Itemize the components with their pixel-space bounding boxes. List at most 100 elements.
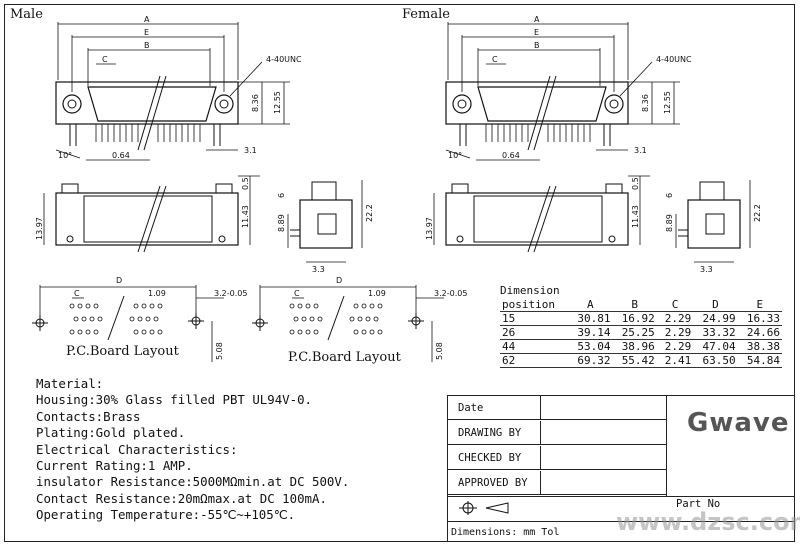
- table-cell: 38.96: [612, 339, 657, 354]
- tb-checked-by-value: [540, 446, 666, 470]
- side-dim-22-2: 22.2: [365, 204, 374, 222]
- dim-11-43: 11.43: [241, 205, 250, 228]
- table-cell: 15: [500, 311, 569, 326]
- dim-a: A: [144, 15, 150, 24]
- dim-8-36: 8.36: [251, 94, 260, 112]
- f-dim-0-5: 0.5: [631, 177, 640, 190]
- table-row: 26 39.14 25.25 2.29 33.32 24.66: [500, 325, 782, 340]
- header-cell: E: [737, 298, 782, 312]
- specification-list: Material: Housing:30% Glass filled PBT U…: [36, 376, 349, 524]
- dimension-table-header: position A B C D E: [500, 298, 782, 312]
- spec-material: Material:: [36, 376, 104, 391]
- f-dim-3-1: 3.1: [634, 146, 647, 155]
- f-dim-angle: 10°: [448, 151, 462, 160]
- f-pcb-dim-d: D: [336, 276, 342, 285]
- brand-logo: Gwave: [687, 408, 790, 438]
- female-front-view: [433, 175, 651, 253]
- tb-date-value: [540, 396, 666, 420]
- title-block: Date DRAWING BY CHECKED BY APPROVED BY G…: [447, 395, 795, 542]
- tb-approved-by-label: APPROVED BY: [448, 471, 540, 495]
- table-cell: 47.04: [693, 339, 738, 354]
- male-side-view: [287, 179, 363, 263]
- f-pcb-dim-hole: 3.2-0.05: [434, 289, 467, 298]
- female-side-view: [675, 179, 751, 263]
- tb-checked-by-label: CHECKED BY: [448, 446, 540, 470]
- table-cell: 2.29: [656, 311, 694, 326]
- table-cell: 26: [500, 325, 569, 340]
- tb-approved-by-value: [540, 471, 666, 495]
- spec-contact-resistance: Contact Resistance:20mΩmax.at DC 100mA.: [36, 490, 327, 506]
- f-side-dim-6: 6: [665, 193, 674, 198]
- spec-current: Current Rating:1 AMP.: [36, 458, 193, 474]
- f-dim-11-43: 11.43: [631, 205, 640, 228]
- header-cell: B: [612, 298, 657, 312]
- sheet-border: [4, 4, 795, 542]
- table-cell: 53.04: [568, 339, 613, 354]
- spec-electrical: Electrical Characteristics:: [36, 441, 238, 457]
- dim-3-1: 3.1: [244, 146, 257, 155]
- table-row: 62 69.32 55.42 2.41 63.50 54.84: [500, 353, 782, 368]
- dim-c: C: [102, 55, 108, 64]
- projection-symbol-icon: [459, 501, 509, 515]
- dim-0-5: 0.5: [241, 177, 250, 190]
- tb-drawing-by-value: [540, 421, 666, 445]
- side-dim-3-3: 3.3: [312, 265, 325, 274]
- tb-hline: [448, 521, 794, 522]
- f-dim-c: C: [492, 55, 498, 64]
- dim-b: B: [144, 41, 150, 50]
- table-row: 15 30.81 16.92 2.29 24.99 16.33: [500, 311, 782, 326]
- spec-temperature: Operating Temperature:-55℃~+105℃.: [36, 507, 296, 523]
- tb-part-no: Part No: [676, 498, 721, 510]
- pcb-dim-d: D: [116, 276, 122, 285]
- spec-housing: Housing:30% Glass filled PBT UL94V-0.: [36, 392, 313, 408]
- table-cell: 16.33: [737, 311, 782, 326]
- f-dim-thread: 4-40UNC: [656, 55, 692, 64]
- pcb-dim-hole: 3.2-0.05: [214, 289, 247, 298]
- pcb-dim-pitch: 1.09: [148, 289, 166, 298]
- f-pcb-dim-pitch: 1.09: [368, 289, 386, 298]
- female-top-view: [445, 21, 681, 161]
- f-side-dim-8-89: 8.89: [665, 214, 674, 232]
- f-pcb-dim-c: C: [294, 289, 300, 298]
- dim-pitch: 0.64: [112, 151, 130, 160]
- pcb-dim-5-08: 5.08: [215, 342, 224, 360]
- table-cell: 24.66: [737, 325, 782, 340]
- tb-divider: [666, 396, 667, 497]
- f-dim-b: B: [534, 41, 540, 50]
- spec-plating: Plating:Gold plated.: [36, 425, 186, 441]
- spec-contacts: Contacts:Brass: [36, 408, 141, 424]
- dimension-table: Dimension position A B C D E 15 30.81 16…: [500, 284, 782, 368]
- f-side-dim-3-3: 3.3: [700, 265, 713, 274]
- spec-insulator: insulator Resistance:5000MΩmin.at DC 500…: [36, 474, 350, 490]
- table-cell: 63.50: [693, 353, 738, 368]
- table-cell: 30.81: [568, 311, 613, 326]
- table-cell: 2.29: [656, 339, 694, 354]
- side-dim-6: 6: [277, 193, 286, 198]
- dim-thread: 4-40UNC: [266, 55, 302, 64]
- table-cell: 44: [500, 339, 569, 354]
- f-dim-e: E: [534, 28, 539, 37]
- table-cell: 54.84: [737, 353, 782, 368]
- tb-date-label: Date: [448, 396, 540, 420]
- header-cell: A: [568, 298, 613, 312]
- f-side-dim-22-2: 22.2: [753, 204, 762, 222]
- pcb-dim-c: C: [74, 289, 80, 298]
- side-dim-8-89: 8.89: [277, 214, 286, 232]
- table-cell: 38.38: [737, 339, 782, 354]
- tb-dimensions-note: Dimensions: mm Tol: [451, 527, 560, 538]
- male-label: Male: [10, 7, 43, 22]
- header-cell: position: [500, 298, 569, 312]
- dim-angle: 10°: [58, 151, 72, 160]
- f-pcb-dim-5-08: 5.08: [435, 342, 444, 360]
- dim-13-97: 13.97: [35, 217, 44, 240]
- header-cell: D: [693, 298, 738, 312]
- dimension-table-title: Dimension: [500, 284, 560, 297]
- table-cell: 2.29: [656, 325, 694, 340]
- f-dim-a: A: [534, 15, 540, 24]
- male-front-view: [43, 175, 261, 253]
- dim-12-55: 12.55: [273, 91, 282, 114]
- table-cell: 62: [500, 353, 569, 368]
- table-cell: 2.41: [656, 353, 694, 368]
